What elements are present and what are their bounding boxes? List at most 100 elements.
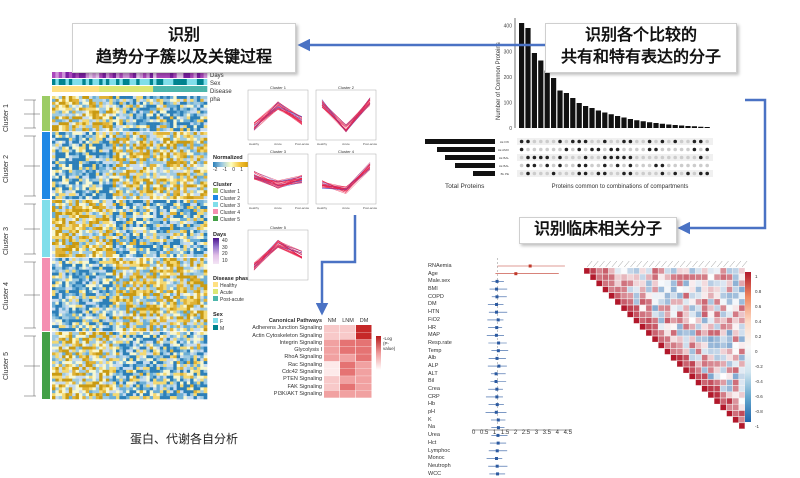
heatmap-cell — [166, 364, 171, 368]
heatmap-cell — [62, 125, 66, 129]
heatmap-cell — [186, 155, 191, 159]
heatmap-cell — [58, 301, 63, 306]
heatmap-cell — [62, 140, 66, 144]
heatmap-cell — [200, 384, 204, 388]
heatmap-cell — [102, 307, 107, 311]
heatmap-cell — [203, 272, 208, 276]
heatmap-cell — [126, 328, 130, 332]
heatmap-cell — [200, 196, 204, 200]
heatmap-cell — [183, 190, 188, 194]
heatmap-cell — [166, 355, 171, 359]
heatmap-cell — [193, 233, 198, 237]
heatmap-cell — [68, 164, 73, 168]
heatmap-cell — [153, 272, 157, 276]
heatmap-cell — [109, 104, 113, 108]
heatmap-cell — [186, 346, 191, 350]
heatmap-cell — [136, 375, 140, 379]
heatmap-cell — [82, 328, 86, 332]
heatmap-cell — [146, 332, 151, 336]
heatmap-cell — [85, 137, 90, 142]
heatmap-cell — [75, 369, 80, 374]
heatmap-cell — [132, 372, 137, 376]
heatmap-cell — [159, 221, 164, 225]
heatmap-cell — [119, 107, 124, 111]
heatmap-cell — [112, 364, 117, 368]
heatmap-cell — [112, 369, 117, 374]
heatmap-cell — [122, 242, 127, 246]
heatmap-cell — [186, 161, 191, 165]
heatmap-cell — [105, 272, 110, 276]
heatmap-cell — [159, 258, 164, 262]
heatmap-cell — [99, 352, 103, 356]
heatmap-cell — [92, 387, 97, 391]
heatmap-cell — [85, 98, 90, 103]
heatmap-cell — [122, 258, 127, 262]
heatmap-cell — [95, 203, 100, 207]
heatmap-cell — [75, 301, 80, 306]
heatmap-cell — [186, 316, 191, 320]
heatmap-cell — [119, 164, 124, 168]
heatmap-cell — [119, 239, 124, 243]
heatmap-cell — [99, 200, 103, 204]
heatmap-cell — [55, 161, 60, 165]
heatmap-cell — [139, 381, 144, 385]
heatmap-cell — [112, 164, 117, 168]
heatmap-cell — [186, 396, 191, 400]
heatmap-cell — [129, 369, 134, 374]
heatmap-cell — [139, 313, 144, 317]
heatmap-cell — [92, 355, 97, 359]
heatmap-cell — [78, 332, 83, 336]
heatmap-cell — [129, 113, 134, 117]
heatmap-cell — [89, 172, 93, 176]
heatmap-cell — [132, 346, 137, 350]
heatmap-cell — [146, 122, 151, 126]
heatmap-cell — [78, 190, 83, 194]
heatmap-cell — [58, 116, 63, 120]
heatmap-cell — [85, 316, 90, 320]
heatmap-cell — [55, 134, 60, 139]
heatmap-cell — [112, 372, 117, 376]
heatmap-cell — [85, 251, 90, 255]
heatmap-cell — [183, 146, 188, 150]
heatmap-cell — [99, 269, 103, 273]
heatmap-cell — [65, 146, 70, 150]
heatmap-cell — [116, 137, 120, 142]
heatmap-cell — [62, 190, 66, 194]
heatmap-cell — [75, 227, 80, 231]
heatmap-cell — [132, 366, 137, 371]
heatmap-cell — [153, 116, 157, 120]
heatmap-cell — [58, 193, 63, 197]
heatmap-cell — [89, 332, 93, 336]
heatmap-cell — [129, 366, 134, 371]
heatmap-cell — [82, 332, 86, 336]
heatmap-cell — [78, 206, 83, 210]
heatmap-cell — [102, 175, 107, 179]
heatmap-cell — [109, 137, 113, 142]
heatmap-cell — [65, 343, 70, 347]
heatmap-cell — [203, 233, 208, 237]
heatmap-cell — [102, 381, 107, 385]
heatmap-cell — [68, 227, 73, 231]
heatmap-cell — [52, 128, 56, 132]
heatmap-cell — [156, 181, 161, 185]
annotation-days-cell — [203, 72, 208, 78]
heatmap-cell — [102, 104, 107, 108]
heatmap-cell — [82, 340, 86, 344]
heatmap-cell — [163, 215, 167, 219]
heatmap-cell — [92, 269, 97, 273]
heatmap-cell — [166, 316, 171, 320]
heatmap-cell — [166, 340, 171, 344]
heatmap-cell — [95, 146, 100, 150]
heatmap-cell — [146, 233, 151, 237]
heatmap-cell — [149, 172, 154, 176]
heatmap-cell — [183, 104, 188, 108]
heatmap-cell — [142, 164, 147, 168]
heatmap-cell — [183, 125, 188, 129]
heatmap-cell — [52, 258, 56, 262]
heatmap-cell — [183, 200, 188, 204]
heatmap-cell — [52, 396, 56, 400]
heatmap-cell — [85, 245, 90, 249]
heatmap-cell — [139, 125, 144, 129]
heatmap-cell — [193, 304, 198, 308]
heatmap-cell — [196, 364, 201, 368]
